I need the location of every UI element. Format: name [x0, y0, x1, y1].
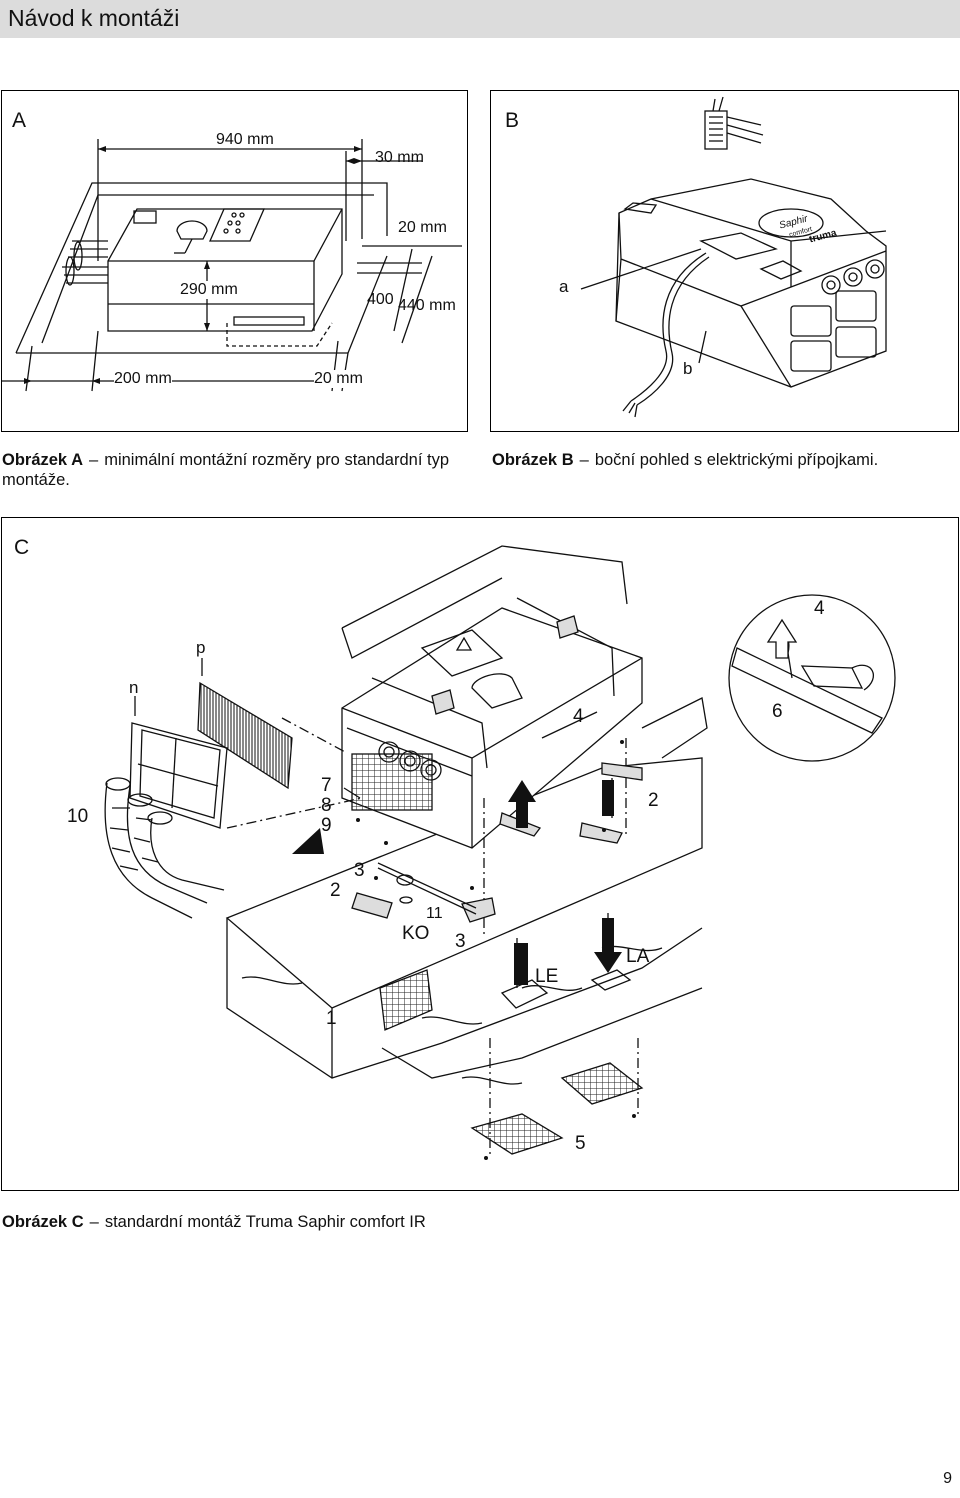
label-2-left: 2	[330, 880, 341, 901]
label-2-right: 2	[648, 790, 659, 811]
figure-b: B	[490, 90, 959, 432]
dim-20-top: 20 mm	[398, 219, 447, 236]
caption-c-text: standardní montáž Truma Saphir comfort I…	[104, 1213, 426, 1231]
label-la: LA	[626, 946, 650, 967]
label-1: 1	[326, 1008, 337, 1029]
page-header: Návod k montáži	[0, 0, 960, 38]
caption-a-text: minimální montážní rozměry pro standardn…	[2, 451, 450, 489]
dim-290: 290 mm	[180, 281, 238, 299]
figure-b-drawing	[580, 96, 887, 418]
label-3-a: 3	[354, 860, 365, 881]
figure-a-letter: A	[12, 109, 27, 132]
dim-20-bottom: 20 mm	[314, 370, 363, 388]
label-6: 6	[772, 701, 783, 722]
page-title: Návod k montáži	[8, 5, 180, 31]
caption-b: Obrázek B–boční pohled s elektrickými př…	[492, 451, 879, 469]
figure-c-drawing	[104, 545, 896, 1160]
caption-c: Obrázek C–standardní montáž Truma Saphir…	[2, 1213, 426, 1231]
label-11: 11	[426, 905, 443, 922]
dim-440: 440 mm	[398, 297, 456, 314]
label-9: 9	[321, 815, 332, 836]
label-4-mid: 4	[573, 706, 584, 727]
label-n: n	[129, 678, 139, 697]
caption-a-prefix: Obrázek A	[2, 451, 84, 469]
caption-b-text: boční pohled s elektrickými přípojkami.	[594, 451, 879, 469]
label-4-top: 4	[814, 598, 825, 619]
caption-c-prefix: Obrázek C	[2, 1213, 84, 1231]
figure-c: C	[1, 517, 959, 1191]
label-7: 7	[321, 775, 332, 796]
dim-200: 200 mm	[114, 370, 172, 388]
label-5: 5	[575, 1133, 586, 1154]
label-ko: KO	[402, 923, 430, 944]
dim-400: 400	[367, 291, 394, 308]
figure-a-drawing	[2, 139, 462, 392]
label-b: b	[683, 359, 693, 378]
label-3-b: 3	[455, 931, 466, 952]
figure-b-letter: B	[505, 109, 520, 132]
label-le: LE	[535, 966, 559, 987]
label-8: 8	[321, 795, 332, 816]
label-a: a	[559, 277, 569, 296]
caption-a: Obrázek A–minimální montážní rozměry pro…	[2, 451, 450, 489]
caption-b-prefix: Obrázek B	[492, 451, 574, 469]
label-10: 10	[67, 806, 89, 827]
figure-a: A	[1, 90, 468, 432]
figure-c-letter: C	[14, 536, 30, 559]
label-p: p	[196, 638, 206, 657]
dim-940: 940 mm	[216, 131, 274, 148]
page-number: 9	[943, 1470, 952, 1487]
dim-30: 30 mm	[375, 149, 424, 166]
